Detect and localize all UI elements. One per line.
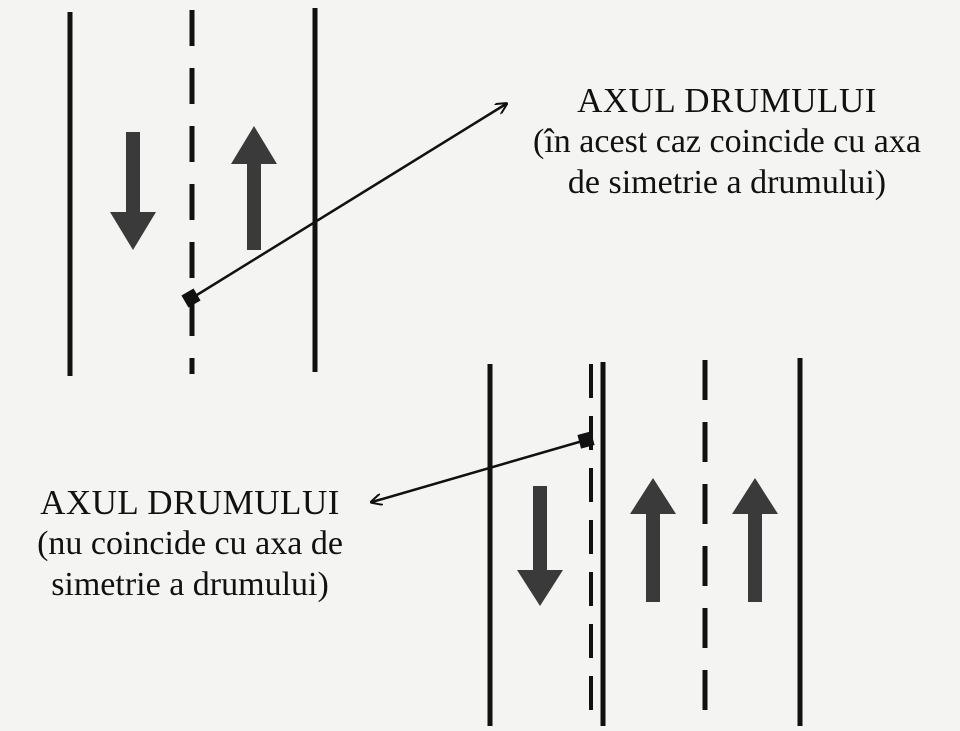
bottom-annotation-title: AXUL DRUMULUI xyxy=(40,483,340,522)
top-road xyxy=(67,8,506,376)
up-arrow-icon xyxy=(231,126,277,250)
down-arrow-icon xyxy=(110,132,156,250)
up-arrow-icon xyxy=(732,478,778,602)
bottom-axis-annotation: AXUL DRUMULUI (nu coincide cu axa de sim… xyxy=(0,482,380,606)
top-annotation-line1: (în acest caz coincide cu axa xyxy=(533,123,921,160)
bottom-road xyxy=(372,358,803,726)
up-arrow-icon xyxy=(630,478,676,602)
bottom-annotation-line1: (nu coincide cu axa de xyxy=(37,525,343,562)
bottom-annotation-line2: simetrie a drumului) xyxy=(51,565,329,603)
bottom-axis-marker xyxy=(577,431,595,449)
bottom-leader-line xyxy=(372,438,587,502)
top-annotation-line2: de simetrie a drumului) xyxy=(567,163,887,201)
down-arrow-icon xyxy=(517,486,563,606)
top-axis-marker xyxy=(181,288,201,308)
top-leader-line xyxy=(191,104,506,300)
top-annotation-title: AXUL DRUMULUI xyxy=(577,81,877,120)
top-axis-annotation: AXUL DRUMULUI (în acest caz coincide cu … xyxy=(492,80,960,204)
